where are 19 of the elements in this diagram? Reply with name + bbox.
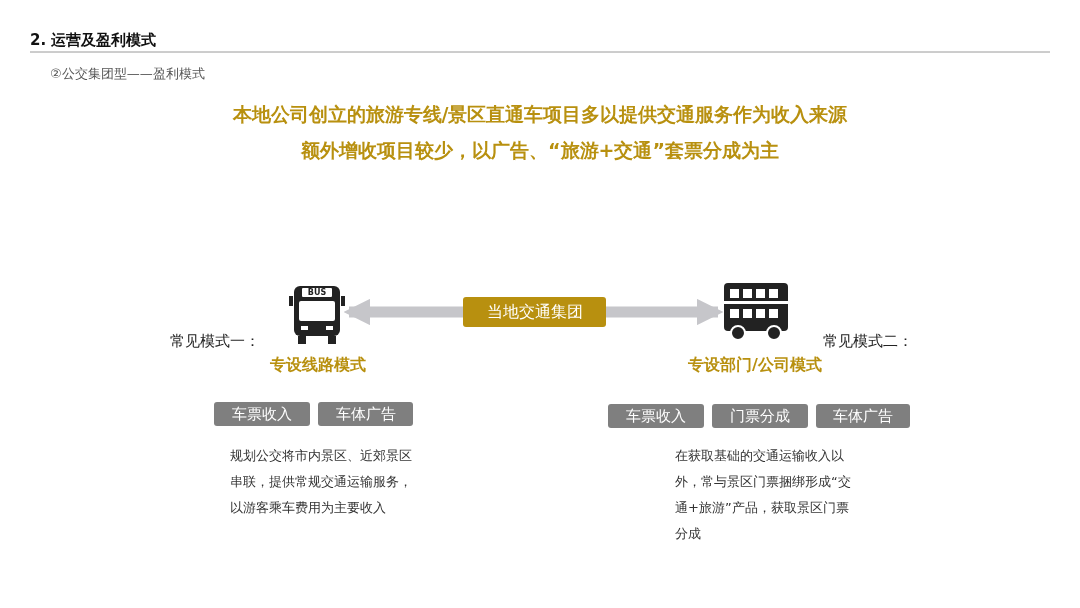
revenue-tag: 车体广告 — [816, 404, 910, 428]
mode-label: 常见模式二： — [823, 332, 913, 351]
subtitle: ②公交集团型——盈利模式 — [50, 65, 205, 83]
description: 规划公交将市内景区、近郊景区串联，提供常规交通运输服务，以游客乘车费用为主要收入 — [230, 447, 413, 517]
group-box: 当地交通集团 — [463, 297, 606, 327]
arrow — [606, 298, 724, 326]
revenue-tag: 车票收入 — [608, 404, 704, 428]
revenue-tag: 门票分成 — [712, 404, 808, 428]
section-title: 2. 运营及盈利模式 — [30, 31, 157, 50]
mode-label: 常见模式一： — [170, 332, 260, 351]
mode-name: 专设部门/公司模式 — [687, 355, 823, 376]
arrow — [343, 298, 463, 326]
headline: 本地公司创立的旅游专线/景区直通车项目多以提供交通服务作为收入来源 — [231, 102, 849, 127]
headline: 额外增收项目较少，以广告、“旅游+交通”套票分成为主 — [300, 138, 780, 163]
revenue-tag: 车票收入 — [214, 402, 310, 426]
mode-name: 专设线路模式 — [269, 355, 367, 376]
description: 在获取基础的交通运输收入以外，常与景区门票捆绑形成“交通+旅游”产品，获取景区门票分成 — [675, 447, 852, 543]
double-decker-bus-icon — [722, 283, 790, 341]
revenue-tag: 车体广告 — [318, 402, 413, 426]
